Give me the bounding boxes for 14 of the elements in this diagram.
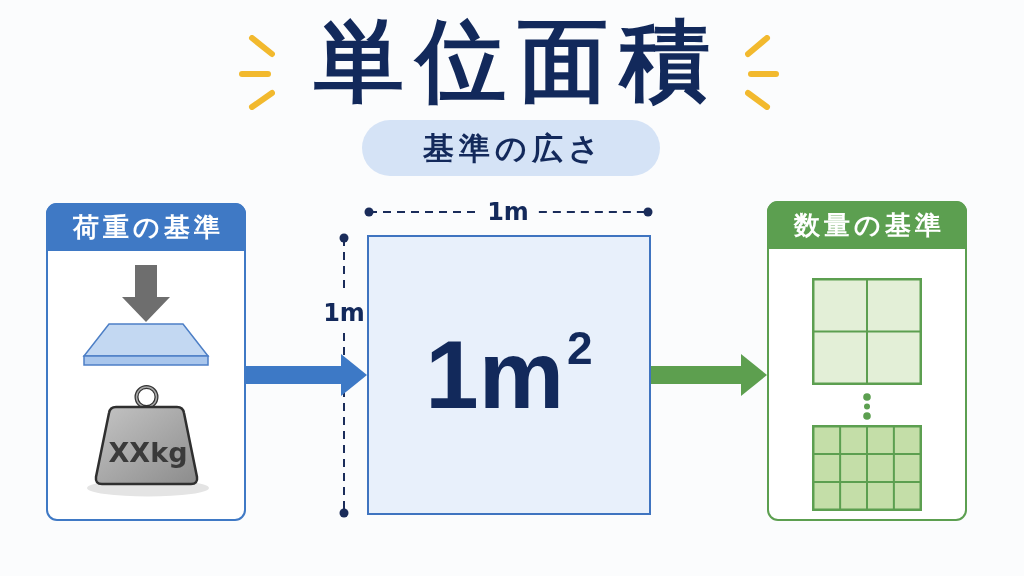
panel-heading: 数量の基準 [767,201,967,249]
arrow [651,354,767,396]
category-panel [767,201,967,521]
dimension-label: 1m [487,200,529,224]
subtitle-pill [362,120,660,176]
area-square [367,235,651,515]
arrow [246,354,367,396]
weight-label: XXkg [108,439,188,466]
category-panel [46,203,246,521]
pill-label: 基準の広さ [421,130,605,166]
panel-heading: 荷重の基準 [46,203,246,251]
title: 単位面積 [314,16,722,106]
area-label: 1m$^{2}$ [425,327,593,423]
dimension-label: 1m [323,301,365,325]
